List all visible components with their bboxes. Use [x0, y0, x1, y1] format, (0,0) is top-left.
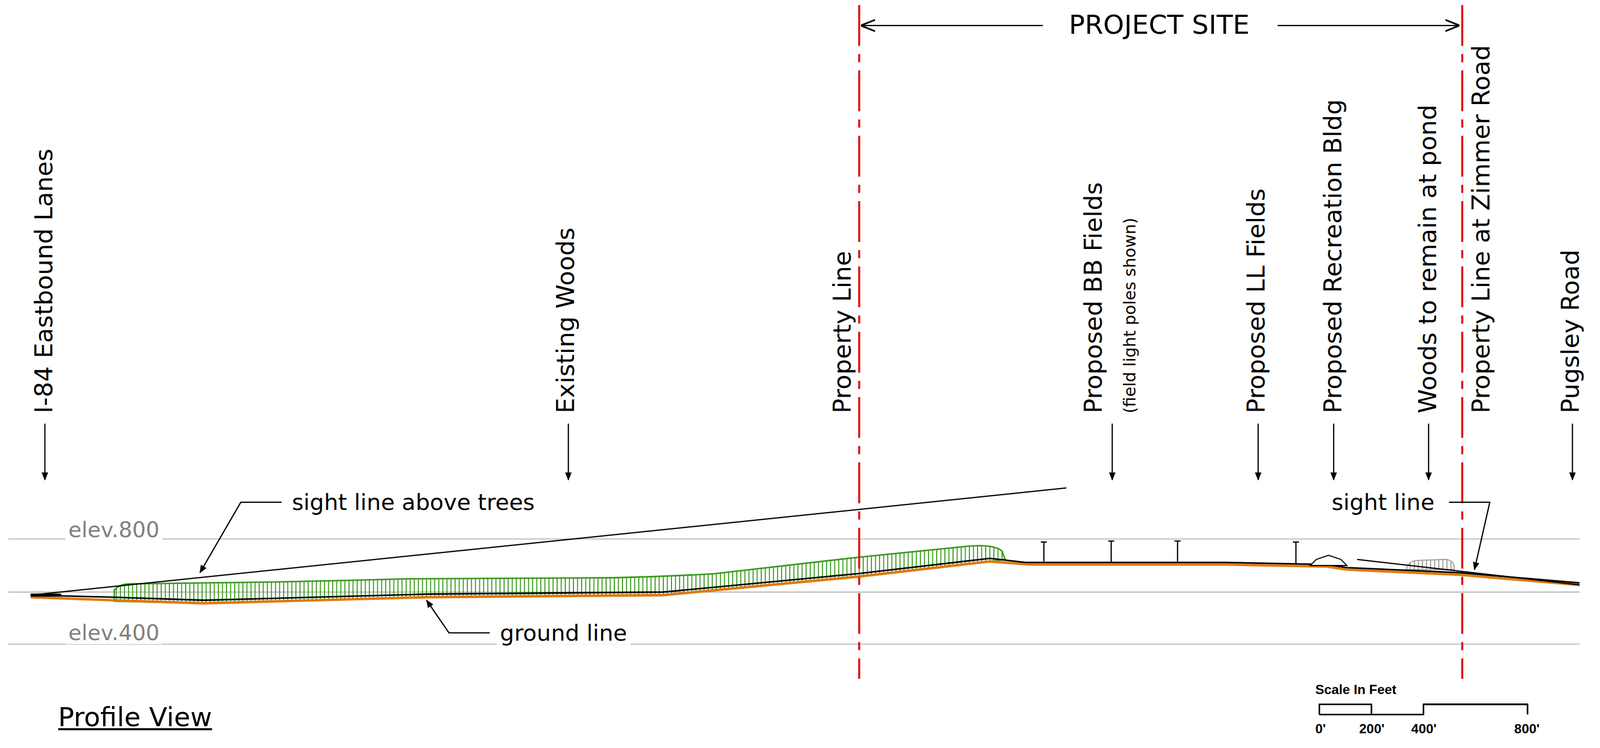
- scale-value: 800': [1514, 721, 1540, 736]
- scale-value: 400': [1411, 721, 1437, 736]
- location-label: Pugsley Road: [1558, 249, 1585, 414]
- elevation-label: elev.400: [65, 621, 163, 644]
- location-label: I-84 Eastbound Lanes: [32, 148, 58, 414]
- scale-value: 0': [1315, 721, 1326, 736]
- location-note: (field light poles shown): [1121, 217, 1139, 413]
- site-heading: PROJECT SITE: [1065, 11, 1253, 40]
- location-label: Existing Woods: [553, 227, 579, 414]
- elevation-label: elev.800: [65, 518, 163, 541]
- scale-value: 200': [1359, 721, 1385, 736]
- callout-label: ground line: [497, 620, 631, 645]
- location-label: Property Line: [829, 251, 856, 414]
- location-label: Proposed LL Fields: [1244, 188, 1270, 414]
- scale-heading: Scale In Feet: [1315, 682, 1397, 698]
- location-label: Property Line at Zimmer Road: [1468, 45, 1495, 414]
- location-label: Proposed Recreation Bldg: [1320, 99, 1347, 414]
- callout-label: sight line: [1328, 490, 1438, 514]
- location-label: Woods to remain at pond: [1415, 104, 1442, 414]
- callout-label: sight line above trees: [288, 490, 538, 514]
- location-label: Proposed BB Fields: [1081, 181, 1107, 414]
- view-title: Profile View: [58, 703, 213, 732]
